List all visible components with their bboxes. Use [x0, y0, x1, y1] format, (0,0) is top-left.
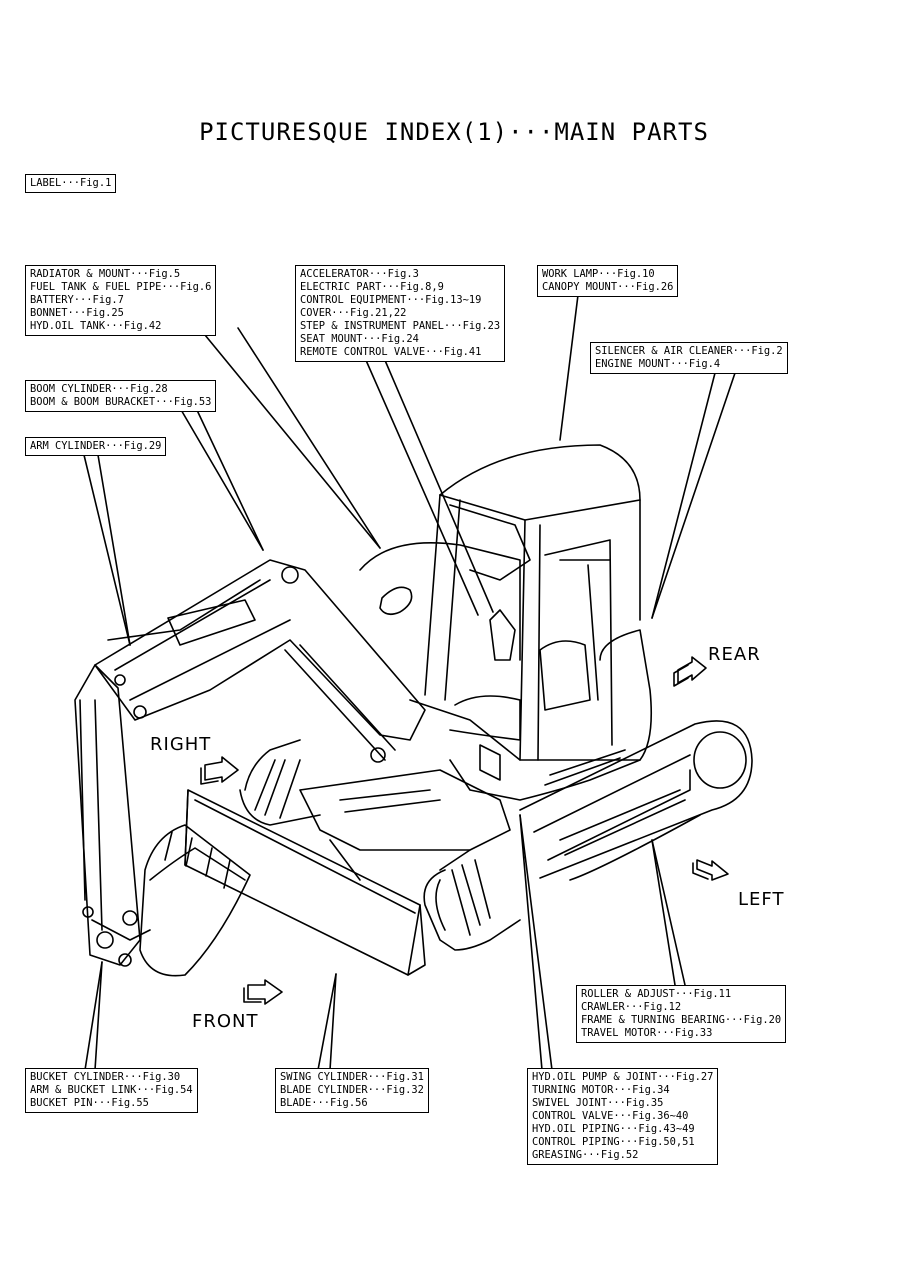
radiator-box: RADIATOR & MOUNT···Fig.5 FUEL TANK & FUE… — [25, 265, 217, 336]
label-line: GREASING···Fig.52 — [532, 1149, 639, 1161]
accelerator-box: ACCELERATOR···Fig.3 ELECTRIC PART···Fig.… — [295, 265, 506, 362]
page-title: PICTURESQUE INDEX(1)···MAIN PARTS — [199, 118, 709, 146]
swing-box: SWING CYLINDER···Fig.31 BLADE CYLINDER··… — [275, 1068, 429, 1113]
direction-rear: REAR — [708, 644, 761, 665]
hydpump-box: HYD.OIL PUMP & JOINT···Fig.27 TURNING MO… — [527, 1068, 719, 1165]
roller-box: ROLLER & ADJUST···Fig.11 CRAWLER···Fig.1… — [576, 985, 787, 1043]
arm-box: ARM CYLINDER···Fig.29 — [25, 437, 167, 456]
direction-front: FRONT — [192, 1011, 259, 1032]
label-line: RADIATOR & MOUNT···Fig.5 — [30, 268, 181, 280]
label-line: STEP & INSTRUMENT PANEL···Fig.23 — [300, 320, 501, 332]
label-line: HYD.OIL PUMP & JOINT···Fig.27 — [532, 1071, 714, 1083]
label-line: ACCELERATOR···Fig.3 — [300, 268, 419, 280]
direction-left: LEFT — [738, 889, 785, 910]
label-line: TRAVEL MOTOR···Fig.33 — [581, 1027, 713, 1039]
label-line: CRAWLER···Fig.12 — [581, 1001, 682, 1013]
label-line: BLADE CYLINDER···Fig.32 — [280, 1084, 424, 1096]
label-line: BOOM CYLINDER···Fig.28 — [30, 383, 168, 395]
label-line: BUCKET PIN···Fig.55 — [30, 1097, 149, 1109]
label-line: CANOPY MOUNT···Fig.26 — [542, 281, 674, 293]
label-line: CONTROL PIPING···Fig.50,51 — [532, 1136, 695, 1148]
label-line: ARM CYLINDER···Fig.29 — [30, 440, 162, 452]
label-line: SILENCER & AIR CLEANER···Fig.2 — [595, 345, 783, 357]
bucket-box: BUCKET CYLINDER···Fig.30 ARM & BUCKET LI… — [25, 1068, 198, 1113]
label-line: CONTROL EQUIPMENT···Fig.13~19 — [300, 294, 482, 306]
label-line: WORK LAMP···Fig.10 — [542, 268, 655, 280]
label-line: COVER···Fig.21,22 — [300, 307, 407, 319]
label-box: LABEL···Fig.1 — [25, 174, 117, 193]
label-line: REMOTE CONTROL VALVE···Fig.41 — [300, 346, 482, 358]
label-line: SWIVEL JOINT···Fig.35 — [532, 1097, 664, 1109]
label-line: SEAT MOUNT···Fig.24 — [300, 333, 419, 345]
boom-box: BOOM CYLINDER···Fig.28 BOOM & BOOM BURAC… — [25, 380, 217, 412]
label-line: BLADE···Fig.56 — [280, 1097, 368, 1109]
label-line: ENGINE MOUNT···Fig.4 — [595, 358, 721, 370]
label-line: BOOM & BOOM BURACKET···Fig.53 — [30, 396, 212, 408]
label-line: BONNET···Fig.25 — [30, 307, 124, 319]
label-line: TURNING MOTOR···Fig.34 — [532, 1084, 670, 1096]
label-line: FRAME & TURNING BEARING···Fig.20 — [581, 1014, 782, 1026]
label-line: BATTERY···Fig.7 — [30, 294, 124, 306]
label-line: FUEL TANK & FUEL PIPE···Fig.6 — [30, 281, 212, 293]
label-line: BUCKET CYLINDER···Fig.30 — [30, 1071, 181, 1083]
label-line: ELECTRIC PART···Fig.8,9 — [300, 281, 444, 293]
label-line: HYD.OIL PIPING···Fig.43~49 — [532, 1123, 695, 1135]
label-line: CONTROL VALVE···Fig.36~40 — [532, 1110, 689, 1122]
label-line: LABEL···Fig.1 — [30, 177, 112, 189]
direction-right: RIGHT — [150, 734, 212, 755]
leader-lines — [83, 294, 736, 1071]
label-line: HYD.OIL TANK···Fig.42 — [30, 320, 162, 332]
label-line: SWING CYLINDER···Fig.31 — [280, 1071, 424, 1083]
label-line: ARM & BUCKET LINK···Fig.54 — [30, 1084, 193, 1096]
label-line: ROLLER & ADJUST···Fig.11 — [581, 988, 732, 1000]
silencer-box: SILENCER & AIR CLEANER···Fig.2 ENGINE MO… — [590, 342, 788, 374]
worklamp-box: WORK LAMP···Fig.10 CANOPY MOUNT···Fig.26 — [537, 265, 679, 297]
